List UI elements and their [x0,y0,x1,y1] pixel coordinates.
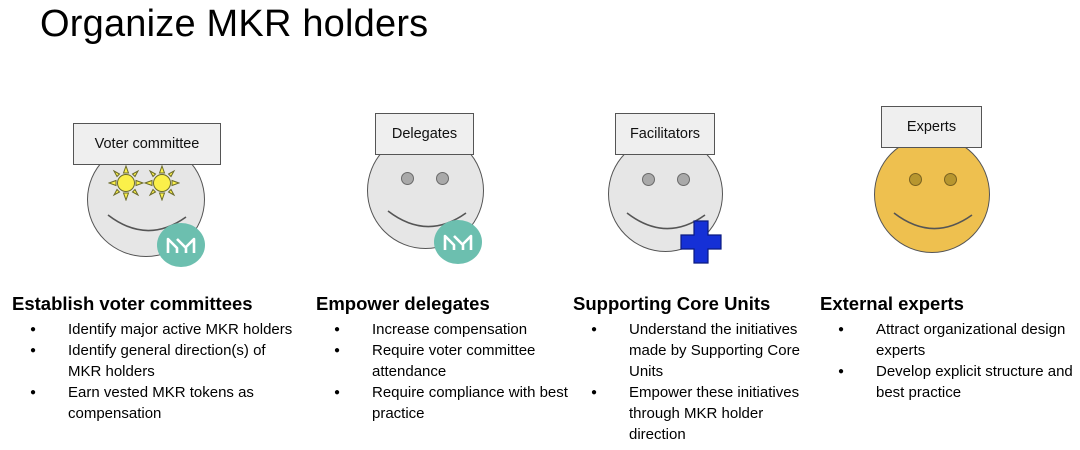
bullet-item: Develop explicit structure and best prac… [820,361,1075,403]
column-heading: External experts [820,293,964,314]
eye [401,172,414,185]
bullet-item: Identify general direction(s) of MKR hol… [12,340,302,382]
smile-mouth [387,210,467,228]
figure-label-box: Voter committee [73,123,221,165]
column-voter-committees: Establish voter committees Identify majo… [12,293,302,424]
page-title: Organize MKR holders [40,3,429,45]
bullet-list: Increase compensation Require voter comm… [316,319,576,424]
eye [944,173,957,186]
smile-mouth [626,212,706,230]
figure-label-box: Facilitators [615,113,715,155]
bullet-item: Require voter committee attendance [316,340,576,382]
eye [436,172,449,185]
bullet-item: Require compliance with best practice [316,382,576,424]
eye [642,173,655,186]
bullet-item: Empower these initiatives through MKR ho… [573,382,818,445]
bullet-item: Identify major active MKR holders [12,319,302,340]
figure-label-box: Experts [881,106,982,148]
bullet-list: Identify major active MKR holders Identi… [12,319,302,424]
eye [909,173,922,186]
column-heading: Empower delegates [316,293,490,314]
smile-mouth [893,212,973,230]
column-external-experts: External experts Attract organizational … [820,293,1075,403]
bullet-item: Earn vested MKR tokens as compensation [12,382,302,424]
column-core-units: Supporting Core Units Understand the ini… [573,293,818,445]
column-heading: Supporting Core Units [573,293,771,314]
figure-label-box: Delegates [375,113,474,155]
column-heading: Establish voter committees [12,293,253,314]
maker-logo-badge-icon [157,223,205,267]
eye [677,173,690,186]
sun-eye-icon [144,165,180,201]
smiley-face [874,136,990,253]
bullet-item: Attract organizational design experts [820,319,1075,361]
blue-cross-icon [680,220,722,264]
bullet-list: Attract organizational design experts De… [820,319,1075,403]
bullet-item: Understand the initiatives made by Suppo… [573,319,818,382]
column-delegates: Empower delegates Increase compensation … [316,293,576,424]
bullet-list: Understand the initiatives made by Suppo… [573,319,818,445]
maker-logo-badge-icon [434,220,482,264]
smile-mouth [107,214,187,232]
bullet-item: Increase compensation [316,319,576,340]
sun-eye-icon [108,165,144,201]
